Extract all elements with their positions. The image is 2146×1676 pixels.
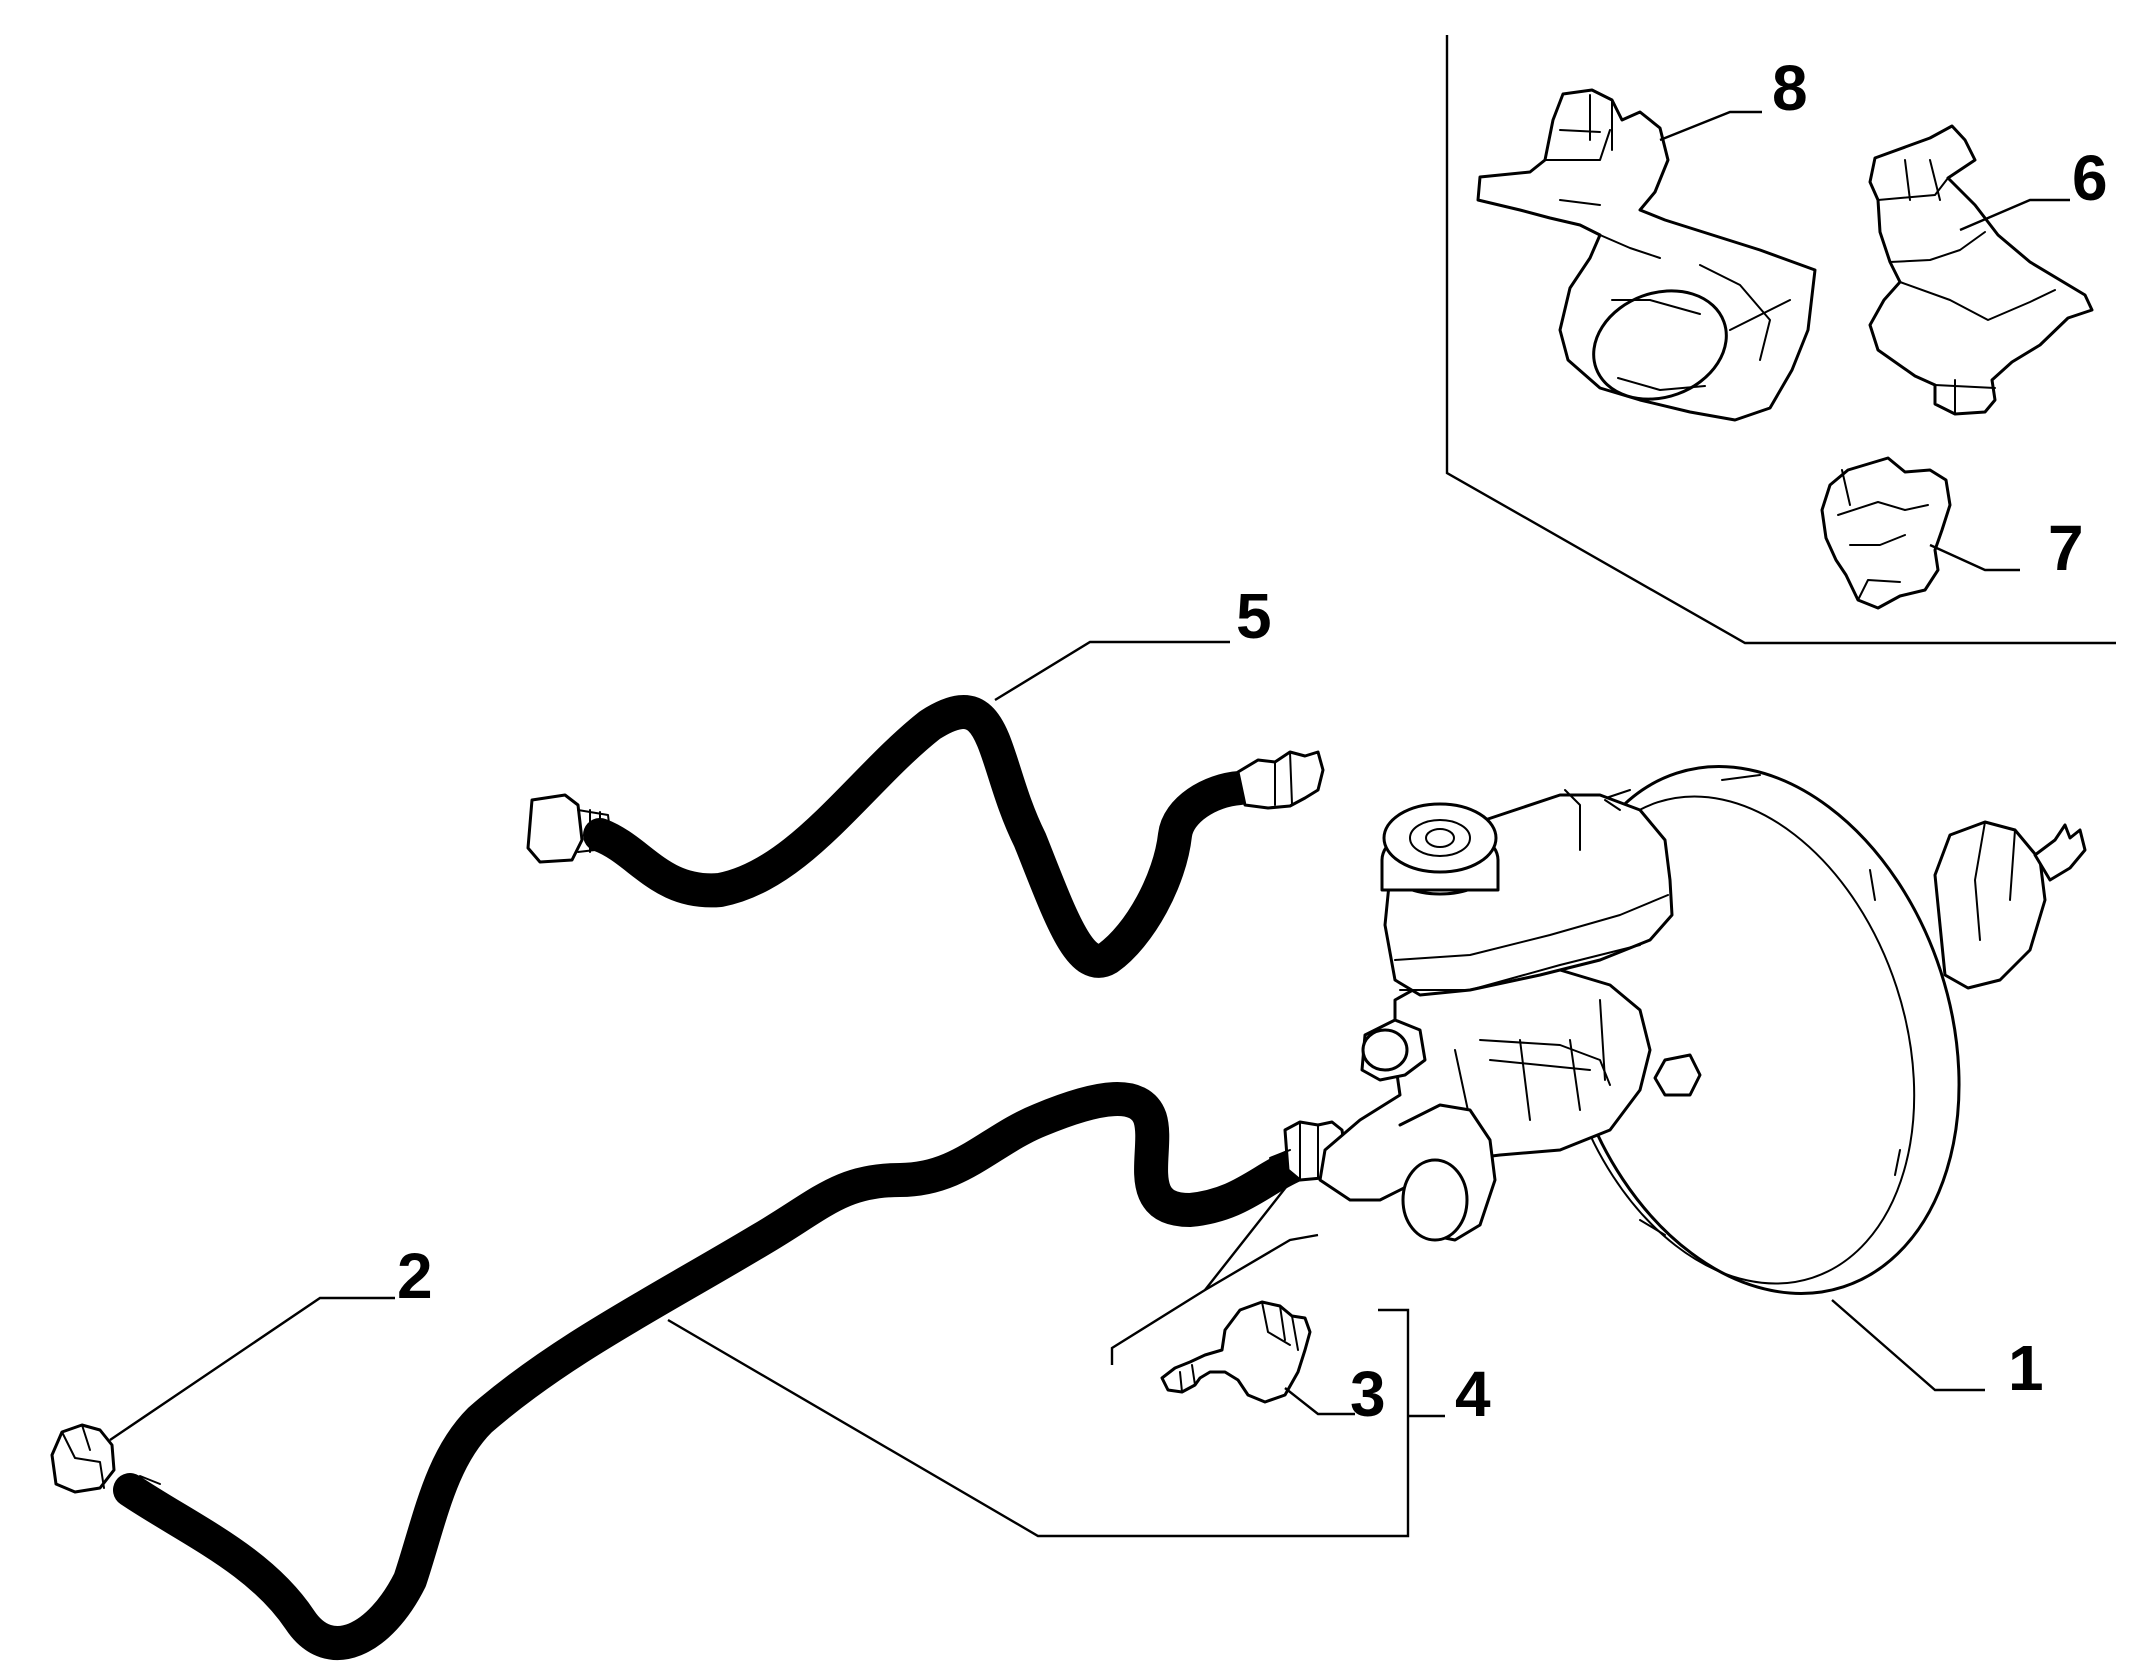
callout-labels: 1 2 3 4 5 6 7 8 xyxy=(397,52,2108,1430)
hose-upper xyxy=(526,695,1325,978)
pipe-clip-double xyxy=(1868,124,2094,416)
leader-lines xyxy=(109,110,2070,1538)
hose-clamp xyxy=(50,1423,116,1494)
callout-7: 7 xyxy=(2048,512,2084,584)
callout-6: 6 xyxy=(2072,142,2108,214)
hose-lower xyxy=(113,1082,1347,1660)
brake-booster-assembly xyxy=(1318,765,2087,1295)
pipe-clip-small xyxy=(1820,456,1952,610)
callout-2: 2 xyxy=(397,1240,433,1312)
check-valve xyxy=(1160,1300,1312,1404)
callout-4: 4 xyxy=(1455,1358,1491,1430)
callout-1: 1 xyxy=(2008,1332,2044,1404)
pipe-clip-large xyxy=(1476,88,1817,422)
callout-5: 5 xyxy=(1236,580,1272,652)
inset-frame xyxy=(1445,35,2116,645)
callout-3: 3 xyxy=(1350,1358,1386,1430)
callout-8: 8 xyxy=(1772,52,1808,124)
